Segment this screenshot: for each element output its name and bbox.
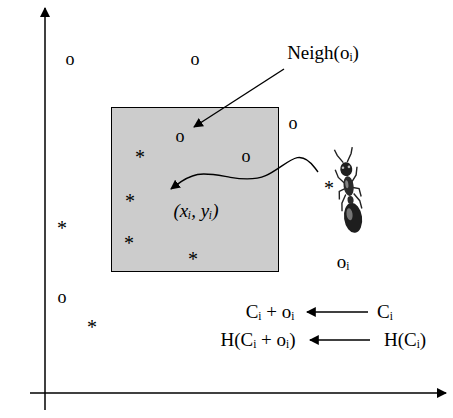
point-marker: * [188,248,198,270]
y-axis [44,8,46,410]
point-marker: o [242,147,251,167]
neighborhood-square: (xᵢ, yᵢ) [111,107,279,272]
point-marker: o [191,50,200,70]
point-marker: o [289,114,298,134]
region-fill [111,107,279,272]
point-marker: o [66,50,75,70]
point-marker: * [87,316,97,338]
ant-icon [332,147,366,234]
update-arrow [307,311,368,312]
point-marker: * [135,146,145,168]
point-marker: o [58,288,67,308]
update-arrow [310,339,370,340]
point-marker: * [124,232,134,254]
formula-label: Cᵢ [377,302,393,323]
formula-label: Cᵢ + oᵢ [246,302,295,323]
coordinate-label: (xᵢ, yᵢ) [173,201,218,222]
point-marker: o [176,127,185,147]
neighborhood-label: Neigh(oᵢ) [287,43,359,64]
formula-label: H(Cᵢ + oᵢ) [221,330,296,351]
point-marker: * [57,217,67,239]
neighborhood-pointer [194,69,284,127]
point-marker: * [125,190,135,212]
axes [30,8,446,410]
ant-label: oᵢ [337,252,350,273]
formula-label: H(Cᵢ) [384,330,426,351]
point-marker: * [324,177,334,199]
x-axis [30,392,446,394]
